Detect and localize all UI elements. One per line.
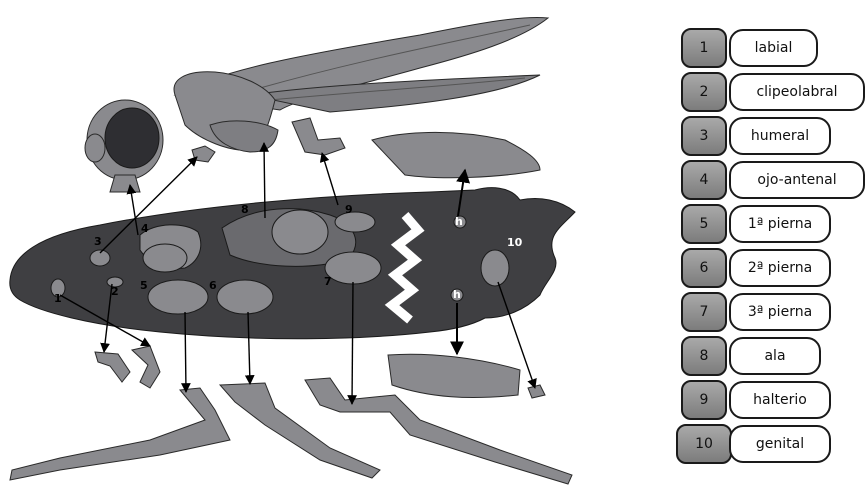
adult-haltere	[292, 118, 345, 155]
legend-number-5: 5	[681, 204, 727, 244]
label-4: 4	[141, 222, 149, 235]
adult-genital	[528, 385, 545, 398]
label-h-lower: h	[453, 288, 461, 301]
adult-wing	[174, 17, 548, 152]
adult-clypeolabral-piece	[132, 346, 160, 388]
label-5: 5	[140, 279, 148, 292]
legend-name-8: ala	[729, 337, 821, 375]
legend-row-2: 2 clipeolabral	[676, 72, 865, 112]
legend-row-1: 1 labial	[676, 28, 865, 68]
legend-row-3: 3 humeral	[676, 116, 865, 156]
legend-number-4: 4	[681, 160, 727, 200]
legend-number-6: 6	[681, 248, 727, 288]
adult-midleg	[220, 383, 380, 478]
label-6: 6	[209, 279, 217, 292]
adult-abdomen-dorsal	[372, 132, 540, 177]
legend-name-7: 3ª pierna	[729, 293, 831, 331]
legend-number-9: 9	[681, 380, 727, 420]
legend-number-8: 8	[681, 336, 727, 376]
legend-name-9: halterio	[729, 381, 831, 419]
label-9: 9	[345, 203, 353, 216]
label-10: 10	[507, 236, 523, 249]
label-8: 8	[241, 203, 249, 216]
adult-abdomen-ventral	[388, 354, 520, 397]
legend-number-7: 7	[681, 292, 727, 332]
adult-labial-piece	[95, 352, 130, 382]
legend-name-1: labial	[729, 29, 818, 67]
legend-name-10: genital	[729, 425, 831, 463]
legend-row-10: 10 genital	[676, 424, 865, 464]
legend-name-2: clipeolabral	[729, 73, 865, 111]
label-3: 3	[94, 235, 102, 248]
legend-name-3: humeral	[729, 117, 831, 155]
label-1: 1	[54, 292, 62, 305]
legend-row-8: 8 ala	[676, 336, 865, 376]
legend-name-6: 2ª pierna	[729, 249, 831, 287]
label-h-upper: h	[455, 215, 463, 228]
fly-imaginal-discs-diagram: 1 2 3 4 5 6 7 8 9 10 h h	[0, 0, 600, 499]
legend-row-7: 7 3ª pierna	[676, 292, 865, 332]
legend-row-9: 9 halterio	[676, 380, 865, 420]
legend-number-10: 10	[676, 424, 732, 464]
legend-row-5: 5 1ª pierna	[676, 204, 865, 244]
legend-number-3: 3	[681, 116, 727, 156]
adult-foreleg	[10, 388, 230, 480]
label-2: 2	[111, 285, 119, 298]
adult-head-eye	[85, 100, 163, 192]
adult-humeral	[192, 146, 215, 162]
legend-name-4: ojo-antenal	[729, 161, 865, 199]
legend-number-2: 2	[681, 72, 727, 112]
legend-row-6: 6 2ª pierna	[676, 248, 865, 288]
legend-row-4: 4 ojo-antenal	[676, 160, 865, 200]
legend-number-1: 1	[681, 28, 727, 68]
label-7: 7	[324, 275, 332, 288]
larva-body	[10, 188, 575, 339]
legend-name-5: 1ª pierna	[729, 205, 831, 243]
